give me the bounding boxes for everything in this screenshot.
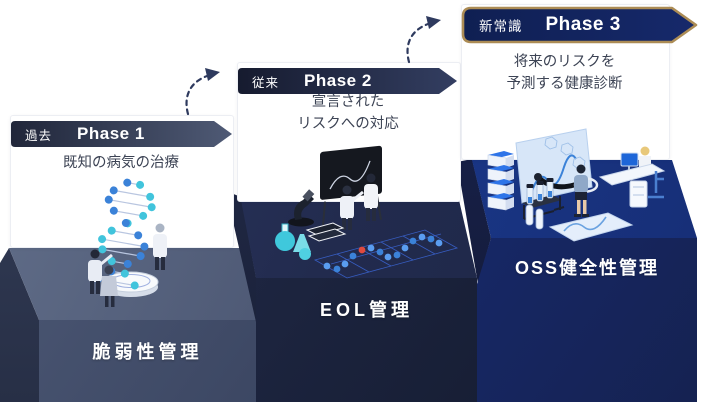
phase3-description-line2: 予測する健康診断 (506, 76, 623, 92)
phase1-tag-label: 過去 (25, 128, 53, 143)
phase1-description-line1: 既知の病気の治療 (63, 155, 179, 171)
phase3-title: Phase 3 (545, 14, 621, 35)
phase1-banner-ribbon (11, 121, 232, 147)
phase2-step-label: EOL管理 (319, 300, 413, 320)
analysis-desk (598, 146, 666, 208)
nurse-middle (100, 265, 118, 307)
test-tube-rack (522, 178, 565, 230)
phase2-banner-ribbon (238, 68, 457, 94)
server-rack (487, 151, 514, 211)
doctor-left (88, 249, 113, 294)
phase1-description: 既知の病気の治療 (10, 152, 232, 174)
phase2-lab-illustration (275, 145, 459, 279)
scientist-pointing (340, 185, 364, 230)
phase3-banner-ribbon (461, 6, 698, 44)
phase2-tag-label: 従来 (252, 75, 280, 90)
phase1-title: Phase 1 (77, 124, 145, 143)
floor-mat-dna (548, 212, 634, 242)
arrow-phase2-to-phase3-icon (406, 16, 441, 64)
phase2-description: 宣言された リスクへの対応 (237, 91, 459, 135)
phase3-description-line1: 将来のリスクを (513, 54, 616, 70)
phase3-tag-label: 新常識 (479, 19, 523, 34)
phase2-description-line2: リスクへの対応 (297, 116, 399, 132)
phase1-dna-helix-illustration (88, 178, 167, 307)
phase2-banner: 従来 Phase 2 (237, 67, 461, 95)
arrow-phase1-to-phase2-icon (185, 68, 220, 116)
phase1-step-label: 脆弱性管理 (92, 342, 203, 362)
standing-technician (573, 164, 599, 217)
phase3-healthcheck-illustration (487, 128, 666, 242)
phase3-step-label: OSS健全性管理 (514, 258, 659, 278)
books-stack (305, 222, 347, 242)
robot-arm (534, 173, 577, 190)
dna-data-chart (313, 229, 459, 279)
phase2-description-line1: 宣言された (311, 94, 385, 110)
scientist-standing (364, 173, 378, 221)
phase3-banner: 新常識 Phase 3 (460, 6, 702, 44)
flask-icons (275, 223, 311, 260)
phase1-banner: 過去 Phase 1 (10, 120, 236, 148)
doctor-right (153, 223, 167, 270)
phase3-description: 将来のリスクを 予測する健康診断 (461, 51, 668, 95)
microscope-icon (288, 189, 315, 227)
phase2-title: Phase 2 (304, 71, 372, 90)
